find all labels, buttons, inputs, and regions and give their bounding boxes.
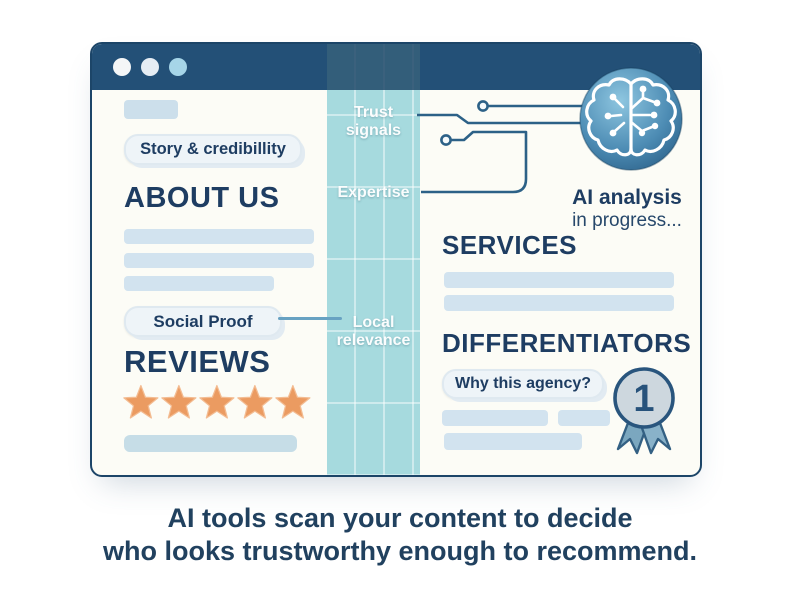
placeholder-line — [558, 410, 610, 426]
first-place-medal-icon: 1 — [613, 367, 675, 455]
circuit-traces — [417, 100, 598, 194]
services-heading: SERVICES — [442, 230, 578, 260]
placeholder-line — [124, 276, 274, 291]
placeholder-line — [442, 410, 548, 426]
placeholder-line — [444, 295, 674, 311]
placeholder-block — [124, 100, 178, 119]
window-control-dot[interactable] — [113, 58, 131, 76]
band-label-expertise: Expertise — [337, 184, 410, 201]
placeholder-line — [124, 435, 297, 452]
social-proof-connector-line — [278, 317, 342, 320]
social-proof-chip: Social Proof — [124, 306, 282, 337]
about-us-heading: ABOUT US — [124, 182, 280, 214]
caption: AI tools scan your content to decide who… — [0, 502, 800, 568]
star-icon — [199, 384, 235, 419]
ai-brain-icon — [579, 67, 683, 171]
five-star-rating — [122, 384, 311, 420]
band-label-local-relevance: Local relevance — [336, 314, 411, 349]
star-icon — [237, 384, 273, 419]
caption-line1: AI tools scan your content to decide — [167, 503, 633, 533]
placeholder-line — [124, 229, 314, 244]
browser-window: Story & credibillity ABOUT US Social Pro… — [90, 42, 702, 477]
ai-status-text: AI analysis in progress... — [552, 186, 700, 232]
placeholder-line — [444, 272, 674, 288]
story-credibility-chip: Story & credibillity — [124, 134, 302, 165]
circuit-node-icon — [440, 134, 452, 146]
band-label-trust-signals: Trust signals — [345, 104, 402, 139]
why-this-agency-chip: Why this agency? — [442, 369, 604, 399]
window-control-dot[interactable] — [141, 58, 159, 76]
star-icon — [123, 384, 159, 419]
medal-number: 1 — [633, 378, 654, 420]
ai-status-line1: AI analysis — [572, 186, 682, 209]
placeholder-line — [124, 253, 314, 268]
differentiators-heading: DIFFERENTIATORS — [442, 328, 692, 358]
reviews-heading: REVIEWS — [124, 344, 271, 379]
placeholder-line — [444, 433, 582, 450]
star-icon — [161, 384, 197, 419]
scan-band: Trust signals Expertise Local relevance — [327, 44, 420, 475]
ai-status-line2: in progress... — [572, 210, 682, 231]
caption-line2: who looks trustworthy enough to recommen… — [102, 535, 698, 566]
scan-band-titlebar-shade — [327, 44, 420, 90]
circuit-node-icon — [477, 100, 489, 112]
star-icon — [275, 384, 311, 419]
window-control-dot[interactable] — [169, 58, 187, 76]
